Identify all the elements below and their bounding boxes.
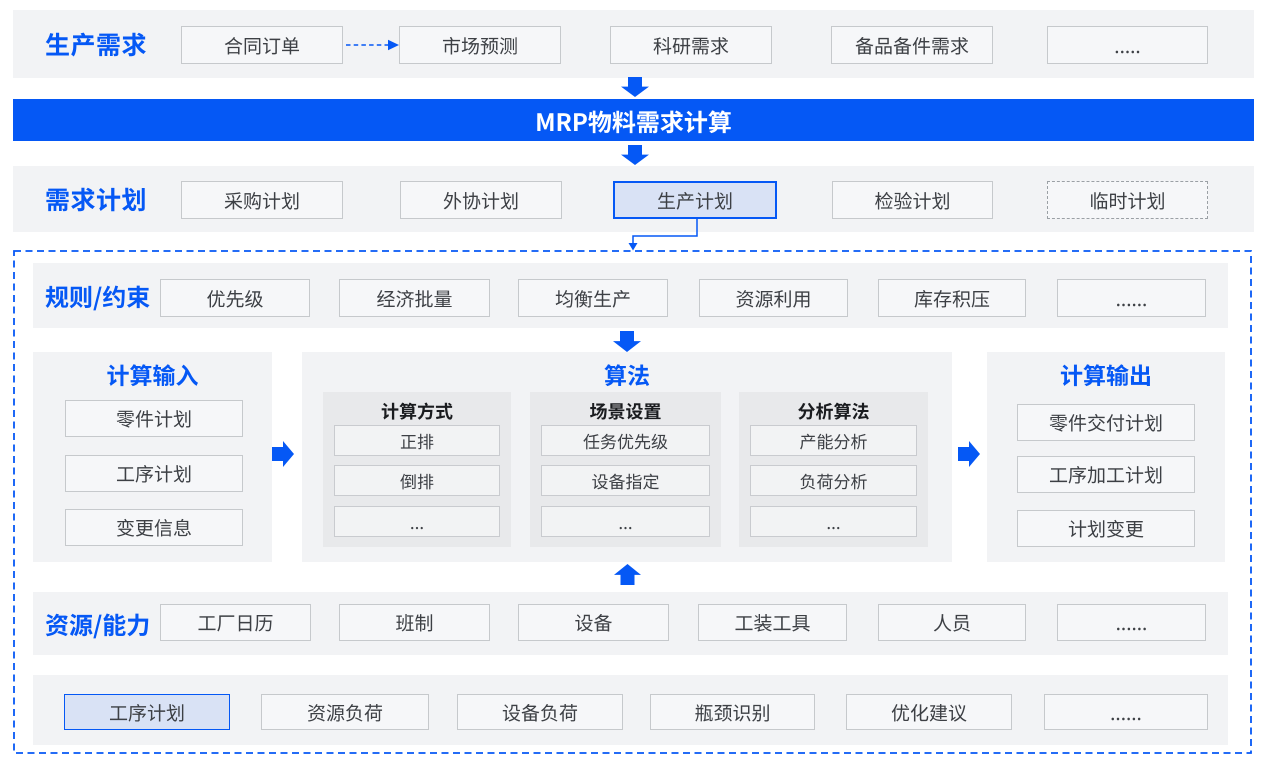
box-equipment: 设备 (518, 604, 669, 641)
mrp-banner-title: MRP物料需求计算 (535, 102, 732, 138)
box-change-info: 变更信息 (65, 509, 243, 546)
resources-capacity-label: 资源/能力 (45, 606, 151, 641)
demand-plan-label: 需求计划 (45, 181, 148, 217)
box-calc-method-item-1: 倒排 (334, 465, 500, 496)
down-arrow-rules-to-algorithm (613, 331, 641, 352)
rules-constraints-row: 规则/约束 优先级 经济批量 均衡生产 资源利用 库存积压 ...... (33, 263, 1228, 328)
box-tooling: 工装工具 (698, 604, 847, 641)
subpanel-calc-method-title: 计算方式 (381, 398, 453, 424)
box-personnel: 人员 (878, 604, 1026, 641)
box-analysis-algorithm-item-1: 负荷分析 (750, 465, 917, 496)
calc-input-panel: 计算输入 零件计划 工序计划 变更信息 (33, 352, 272, 562)
box-analysis-algorithm-item-2: ... (750, 506, 917, 537)
resources-capacity-row: 资源/能力 工厂日历 班制 设备 工装工具 人员 ...... (33, 592, 1228, 655)
demand-plan-row: 需求计划 采购计划 外协计划 生产计划 检验计划 临时计划 (13, 166, 1254, 232)
flow-arrow-contract-to-forecast (346, 39, 399, 51)
box-resource-utilization: 资源利用 (699, 279, 848, 317)
box-contract-orders: 合同订单 (181, 26, 343, 64)
box-process-machining-plan: 工序加工计划 (1017, 456, 1195, 493)
results-row: 工序计划 资源负荷 设备负荷 瓶颈识别 优化建议 ...... (33, 675, 1228, 745)
box-part-plan: 零件计划 (65, 400, 243, 437)
calc-input-title: 计算输入 (106, 357, 199, 391)
algorithm-title: 算法 (604, 357, 650, 391)
box-plan-change: 计划变更 (1017, 510, 1195, 547)
box-part-delivery-plan: 零件交付计划 (1017, 404, 1195, 441)
mrp-banner: MRP物料需求计算 (13, 99, 1254, 141)
box-temporary-plan: 临时计划 (1047, 181, 1208, 219)
calc-output-panel: 计算输出 零件交付计划 工序加工计划 计划变更 (987, 352, 1225, 562)
subpanel-calc-method: 计算方式 正排 倒排 ... (323, 392, 511, 547)
box-equipment-load: 设备负荷 (457, 694, 623, 730)
box-scenario-settings-item-1: 设备指定 (541, 465, 710, 496)
subpanel-scenario-settings: 场景设置 任务优先级 设备指定 ... (530, 392, 721, 547)
box-more-demand: ..... (1047, 26, 1208, 64)
box-scenario-settings-item-2: ... (541, 506, 710, 537)
box-outsourcing-plan: 外协计划 (400, 181, 562, 219)
box-inventory-backlog: 库存积压 (878, 279, 1026, 317)
box-procurement-plan: 采购计划 (181, 181, 343, 219)
box-bottleneck-identification: 瓶颈识别 (650, 694, 815, 730)
box-research-demand: 科研需求 (610, 26, 772, 64)
down-arrow-demand-to-mrp (621, 77, 649, 97)
box-balanced-production: 均衡生产 (518, 279, 668, 317)
down-arrow-mrp-to-plans (621, 145, 649, 165)
planning-container-border (13, 250, 1252, 754)
box-spare-parts-demand: 备品备件需求 (831, 26, 993, 64)
box-process-plan-result: 工序计划 (64, 694, 230, 730)
box-shift-system: 班制 (339, 604, 490, 641)
production-demand-row: 生产需求 合同订单 市场预测 科研需求 备品备件需求 ..... (13, 10, 1254, 78)
production-demand-label: 生产需求 (45, 26, 148, 62)
box-economic-batch: 经济批量 (339, 279, 490, 317)
up-arrow-resources-to-algorithm (614, 564, 641, 585)
box-process-plan: 工序计划 (65, 455, 243, 492)
right-arrow-input-to-algorithm (272, 441, 294, 467)
calc-output-title: 计算输出 (1060, 357, 1152, 391)
box-inspection-plan: 检验计划 (832, 181, 993, 219)
box-market-forecast: 市场预测 (399, 26, 561, 64)
box-more-results: ...... (1044, 694, 1208, 730)
subpanel-analysis-algorithm-title: 分析算法 (797, 398, 870, 424)
algorithm-panel: 算法 计算方式 正排 倒排 ... 场景设置 任务优先级 设备指定 ... 分析… (302, 352, 952, 562)
box-optimization-suggestions: 优化建议 (846, 694, 1012, 730)
box-calc-method-item-2: ... (334, 506, 500, 537)
rules-constraints-label: 规则/约束 (45, 278, 151, 313)
box-more-rules: ...... (1057, 279, 1206, 317)
box-resource-load: 资源负荷 (261, 694, 429, 730)
connector-production-plan-to-container (628, 219, 698, 251)
box-more-resources: ...... (1057, 604, 1206, 641)
box-calc-method-item-0: 正排 (334, 425, 500, 456)
right-arrow-algorithm-to-output (958, 441, 980, 467)
box-scenario-settings-item-0: 任务优先级 (541, 425, 710, 456)
subpanel-scenario-settings-title: 场景设置 (589, 398, 662, 424)
subpanel-analysis-algorithm: 分析算法 产能分析 负荷分析 ... (739, 392, 928, 547)
box-analysis-algorithm-item-0: 产能分析 (750, 425, 917, 456)
box-factory-calendar: 工厂日历 (160, 604, 311, 641)
box-production-plan: 生产计划 (613, 181, 777, 219)
box-priority: 优先级 (160, 279, 310, 317)
